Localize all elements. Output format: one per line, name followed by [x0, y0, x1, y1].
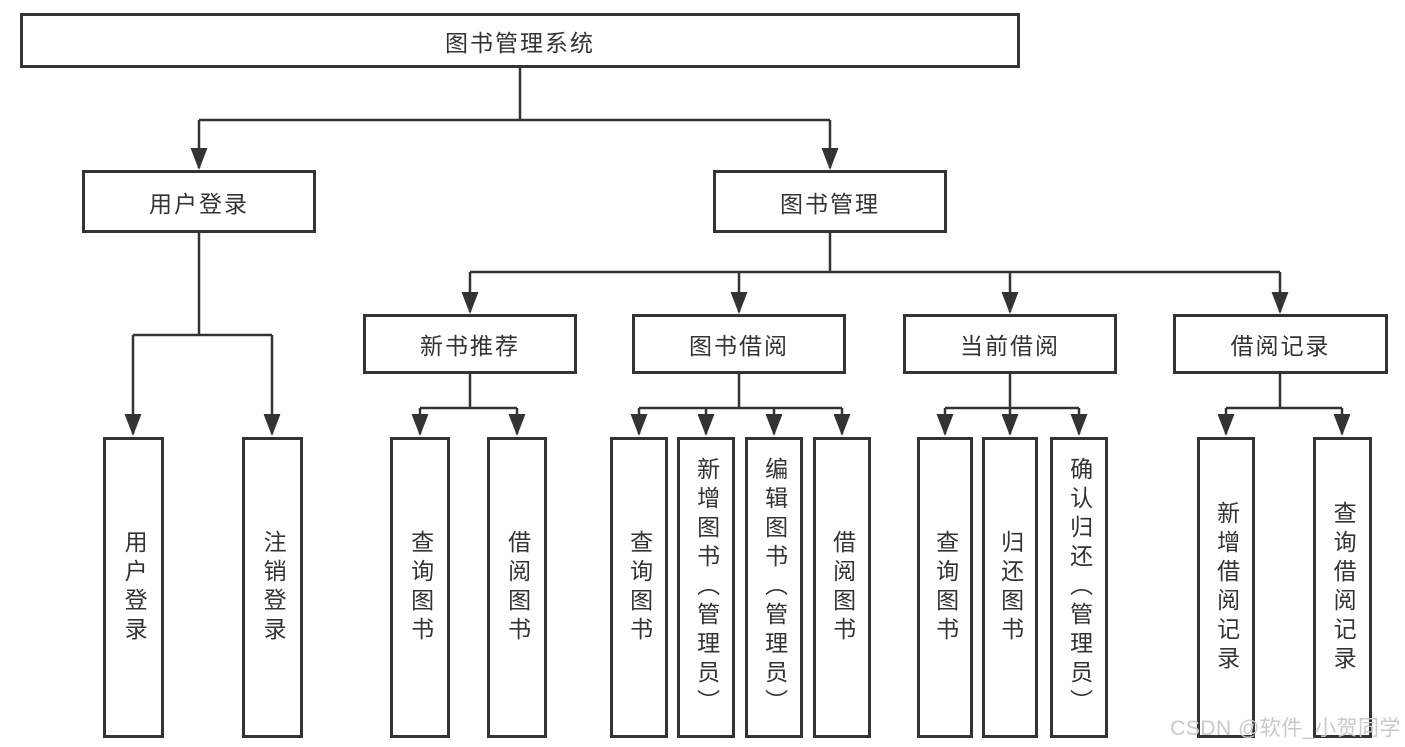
leaf-user-login: 用户登录 [103, 437, 164, 738]
leaf-add-borrow-record: 新增借阅记录 [1197, 437, 1255, 738]
node-book-borrow: 图书借阅 [632, 314, 846, 374]
leaf-query-books-3: 查询图书 [917, 437, 973, 738]
leaf-query-books-3-label: 查询图书 [932, 529, 959, 646]
wire-newbook-to-leaves [420, 374, 517, 410]
leaf-borrow-books-1-label: 借阅图书 [504, 529, 531, 646]
wire-userlogin-to-leaves [133, 233, 272, 337]
node-borrow-records: 借阅记录 [1173, 314, 1388, 374]
leaf-add-borrow-record-label: 新增借阅记录 [1213, 500, 1240, 675]
leaf-query-books-2-label: 查询图书 [626, 529, 653, 646]
wire-borrow-to-leaves [639, 374, 842, 410]
leaf-confirm-return-admin: 确认归还（管理员） [1050, 437, 1108, 738]
leaf-query-books-2: 查询图书 [610, 437, 668, 738]
leaf-return-book-label: 归还图书 [997, 529, 1024, 646]
leaf-query-books-1: 查询图书 [390, 437, 450, 738]
leaf-edit-book-admin-label: 编辑图书（管理员） [761, 457, 788, 718]
leaf-add-book-admin-label: 新增图书（管理员） [693, 457, 720, 718]
wire-root-to-level2 [199, 68, 830, 122]
leaf-add-book-admin: 新增图书（管理员） [677, 437, 735, 738]
node-book-management: 图书管理 [713, 170, 947, 233]
node-user-login: 用户登录 [82, 170, 316, 233]
node-current-borrow: 当前借阅 [903, 314, 1117, 374]
wire-current-to-leaves [945, 374, 1079, 410]
node-new-book-recommend: 新书推荐 [363, 314, 577, 374]
leaf-logout: 注销登录 [242, 437, 303, 738]
leaf-borrow-books-1: 借阅图书 [487, 437, 547, 738]
leaf-borrow-books-2-label: 借阅图书 [829, 529, 856, 646]
wire-records-to-leaves [1226, 374, 1342, 410]
leaf-edit-book-admin: 编辑图书（管理员） [745, 437, 803, 738]
node-library-system: 图书管理系统 [20, 13, 1020, 68]
leaf-confirm-return-admin-label: 确认归还（管理员） [1066, 457, 1093, 718]
leaf-borrow-books-2: 借阅图书 [813, 437, 871, 738]
leaf-return-book: 归还图书 [982, 437, 1038, 738]
leaf-query-borrow-record-label: 查询借阅记录 [1330, 500, 1357, 675]
csdn-watermark: CSDN @软件_小贺同学 [1170, 717, 1401, 740]
wire-bookmgmt-to-level3 [470, 233, 1280, 274]
leaf-logout-label: 注销登录 [260, 529, 287, 646]
leaf-query-borrow-record: 查询借阅记录 [1313, 437, 1372, 738]
leaf-user-login-label: 用户登录 [121, 529, 148, 646]
leaf-query-books-1-label: 查询图书 [407, 529, 434, 646]
